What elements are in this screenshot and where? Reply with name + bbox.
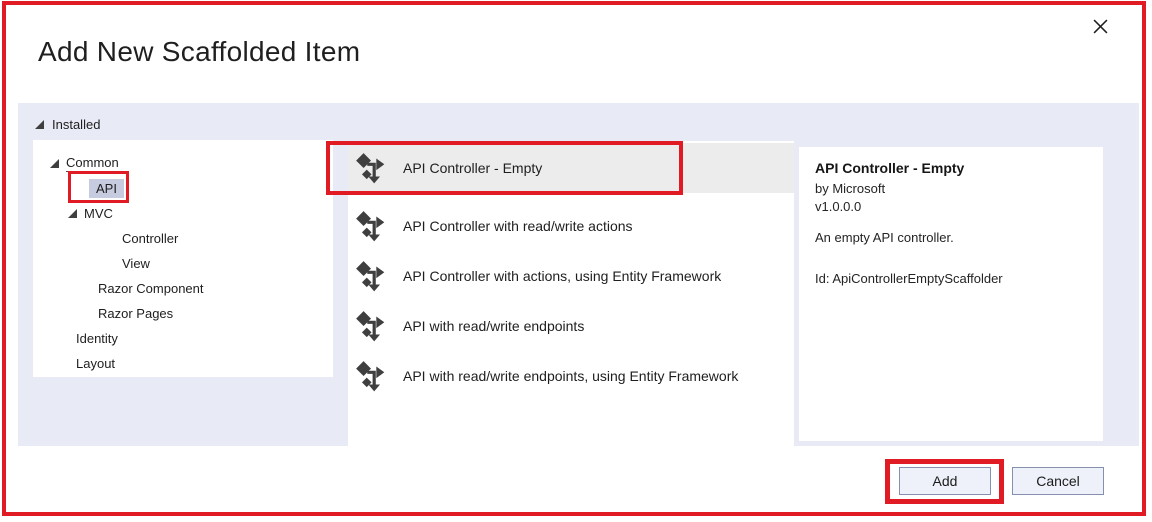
tree-item-label-selected: API [89,179,124,198]
template-details-panel: API Controller - Empty by Microsoft v1.0… [799,147,1103,441]
scaffold-icon [354,259,386,293]
scaffold-icon [354,309,386,343]
list-item-label: API with read/write endpoints, using Ent… [403,368,739,384]
tree-item-view[interactable]: View [33,251,333,276]
dialog-content-area: Installed Common API MVC Controller View [18,103,1139,447]
tree-root-installed[interactable]: Installed [35,113,100,135]
tree-item-label: Razor Component [98,281,204,296]
expander-icon[interactable] [50,159,59,168]
scaffold-template-list: API Controller - Empty API Controller wi… [348,141,794,447]
close-button[interactable] [1084,10,1116,42]
list-item-api-endpoints-ef[interactable]: API with read/write endpoints, using Ent… [348,351,794,401]
list-item-api-endpoints[interactable]: API with read/write endpoints [348,301,794,351]
tree-item-common[interactable]: Common [33,151,333,176]
tree-item-label: View [122,256,150,271]
tree-item-label: Controller [122,231,179,246]
tree-item-label: Common [66,155,119,172]
close-icon [1093,19,1107,33]
details-id: Id: ApiControllerEmptyScaffolder [815,271,1003,286]
tree-item-controller[interactable]: Controller [33,226,333,251]
dialog-title: Add New Scaffolded Item [38,36,361,67]
tree-item-identity[interactable]: Identity [33,326,333,351]
scaffold-icon [354,209,386,243]
list-item-label: API with read/write endpoints [403,318,585,334]
tree-item-mvc[interactable]: MVC [33,201,333,226]
list-item-api-controller-empty[interactable]: API Controller - Empty [348,143,794,193]
expander-icon[interactable] [68,209,77,218]
tree-item-razor-pages[interactable]: Razor Pages [33,301,333,326]
tree-item-label: Layout [76,356,116,371]
scaffold-icon [354,151,386,185]
add-button[interactable]: Add [899,467,991,495]
details-description: An empty API controller. [815,230,954,245]
tree-item-label: Identity [76,331,118,346]
tree-item-layout[interactable]: Layout [33,351,333,376]
tree-item-razor-component[interactable]: Razor Component [33,276,333,301]
expander-icon [35,119,44,129]
details-title: API Controller - Empty [815,160,965,176]
list-item-label: API Controller with read/write actions [403,218,633,234]
details-version: v1.0.0.0 [815,199,862,214]
category-tree-panel: Common API MVC Controller View Razor Com… [33,140,333,377]
details-author: by Microsoft [815,181,886,196]
list-item-api-controller-readwrite[interactable]: API Controller with read/write actions [348,201,794,251]
list-item-label: API Controller - Empty [403,160,543,176]
list-item-api-controller-ef[interactable]: API Controller with actions, using Entit… [348,251,794,301]
scaffold-icon [354,359,386,393]
tree-item-label: Razor Pages [98,306,174,321]
cancel-button[interactable]: Cancel [1012,467,1104,495]
list-item-label: API Controller with actions, using Entit… [403,268,722,284]
tree-item-api[interactable]: API [33,176,333,201]
tree-root-label: Installed [52,116,101,132]
tree-item-label: MVC [84,206,113,221]
